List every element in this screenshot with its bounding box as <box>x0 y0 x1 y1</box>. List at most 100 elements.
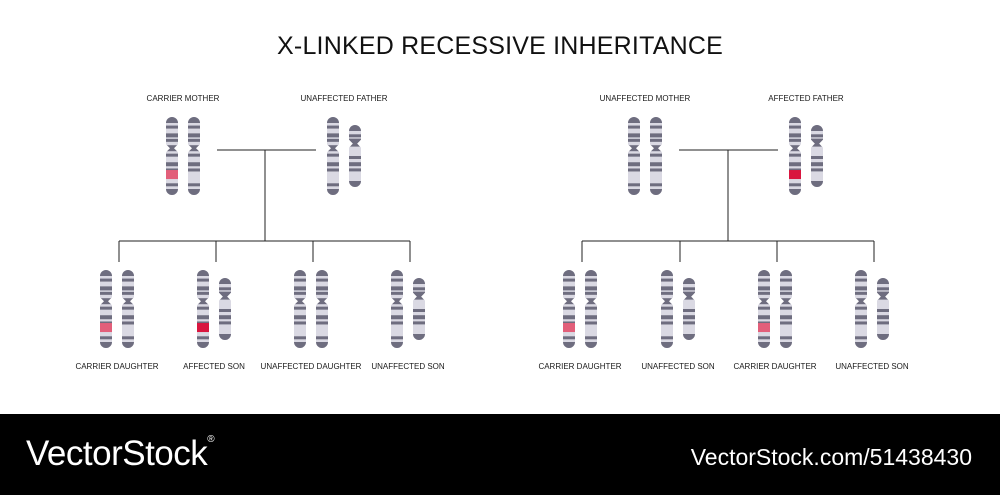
band <box>811 134 823 138</box>
band <box>391 315 403 320</box>
centromere <box>100 298 112 305</box>
band <box>327 138 339 142</box>
band <box>585 342 597 348</box>
x-chromosome <box>391 270 403 348</box>
band <box>219 278 231 284</box>
centromere <box>294 298 306 305</box>
chromosome-bands <box>563 270 575 348</box>
band <box>316 336 328 340</box>
band <box>563 270 575 276</box>
band <box>585 315 597 320</box>
band <box>197 342 209 348</box>
band <box>855 315 867 320</box>
band <box>811 181 823 187</box>
band <box>188 133 200 138</box>
band <box>122 315 134 320</box>
chromosome-bands <box>219 278 231 340</box>
band <box>197 321 209 325</box>
child: UNAFFECTED DAUGHTER <box>261 270 362 371</box>
band <box>855 306 867 310</box>
band <box>349 156 361 159</box>
y-chromosome <box>877 278 889 340</box>
band <box>349 134 361 138</box>
band <box>661 278 673 282</box>
band <box>780 286 792 291</box>
chromosome-bands <box>628 117 640 195</box>
band <box>877 309 889 312</box>
band <box>628 125 640 129</box>
person-label: AFFECTED SON <box>183 362 245 371</box>
x-chromosome <box>316 270 328 348</box>
centromere <box>316 298 328 305</box>
band <box>661 306 673 310</box>
band <box>650 117 662 123</box>
centromere <box>413 293 425 300</box>
x-chromosome <box>188 117 200 195</box>
band <box>789 183 801 187</box>
y-chromosome <box>219 278 231 340</box>
band <box>316 342 328 348</box>
centromere <box>650 145 662 152</box>
band <box>122 291 134 295</box>
band <box>349 181 361 187</box>
band <box>327 133 339 138</box>
band <box>780 270 792 276</box>
band <box>349 162 361 167</box>
chromosome-bands <box>780 270 792 348</box>
chromosome-bands <box>327 117 339 195</box>
band <box>683 309 695 312</box>
band <box>197 306 209 310</box>
band <box>100 321 112 325</box>
band <box>219 321 231 325</box>
centromere <box>758 298 770 305</box>
band <box>628 133 640 138</box>
band <box>327 153 339 157</box>
chromosome-bands <box>391 270 403 348</box>
band <box>683 321 695 325</box>
centromere <box>855 298 867 305</box>
x-chromosome <box>100 270 112 348</box>
band <box>628 189 640 195</box>
chromosome-bands <box>166 117 178 195</box>
band <box>650 183 662 187</box>
x-chromosome <box>563 270 575 348</box>
band <box>811 156 823 159</box>
band <box>349 125 361 131</box>
x-chromosome <box>758 270 770 348</box>
centromere <box>188 145 200 152</box>
band <box>294 336 306 340</box>
y-chromosome <box>413 278 425 340</box>
father: AFFECTED FATHER <box>768 94 844 195</box>
band <box>316 286 328 291</box>
band <box>166 125 178 129</box>
x-chromosome <box>650 117 662 195</box>
band <box>563 286 575 291</box>
chromosome-bands <box>413 278 425 340</box>
band <box>294 278 306 282</box>
band <box>780 278 792 282</box>
mother: UNAFFECTED MOTHER <box>600 94 691 195</box>
band <box>758 336 770 340</box>
band <box>855 342 867 348</box>
band <box>683 315 695 320</box>
band <box>391 278 403 282</box>
band <box>563 278 575 282</box>
band <box>661 270 673 276</box>
band <box>628 138 640 142</box>
band <box>585 336 597 340</box>
band <box>197 286 209 291</box>
registered-mark-icon: ® <box>207 434 215 445</box>
chromosome-bands <box>122 270 134 348</box>
band <box>413 287 425 291</box>
band <box>316 306 328 310</box>
band <box>650 168 662 172</box>
band <box>166 162 178 167</box>
person-label: CARRIER MOTHER <box>147 94 220 103</box>
chromosome-bands <box>789 117 801 195</box>
band <box>100 315 112 320</box>
chromosome-bands <box>100 270 112 348</box>
band <box>650 133 662 138</box>
centromere <box>661 298 673 305</box>
father: UNAFFECTED FATHER <box>301 94 388 195</box>
band <box>563 291 575 295</box>
